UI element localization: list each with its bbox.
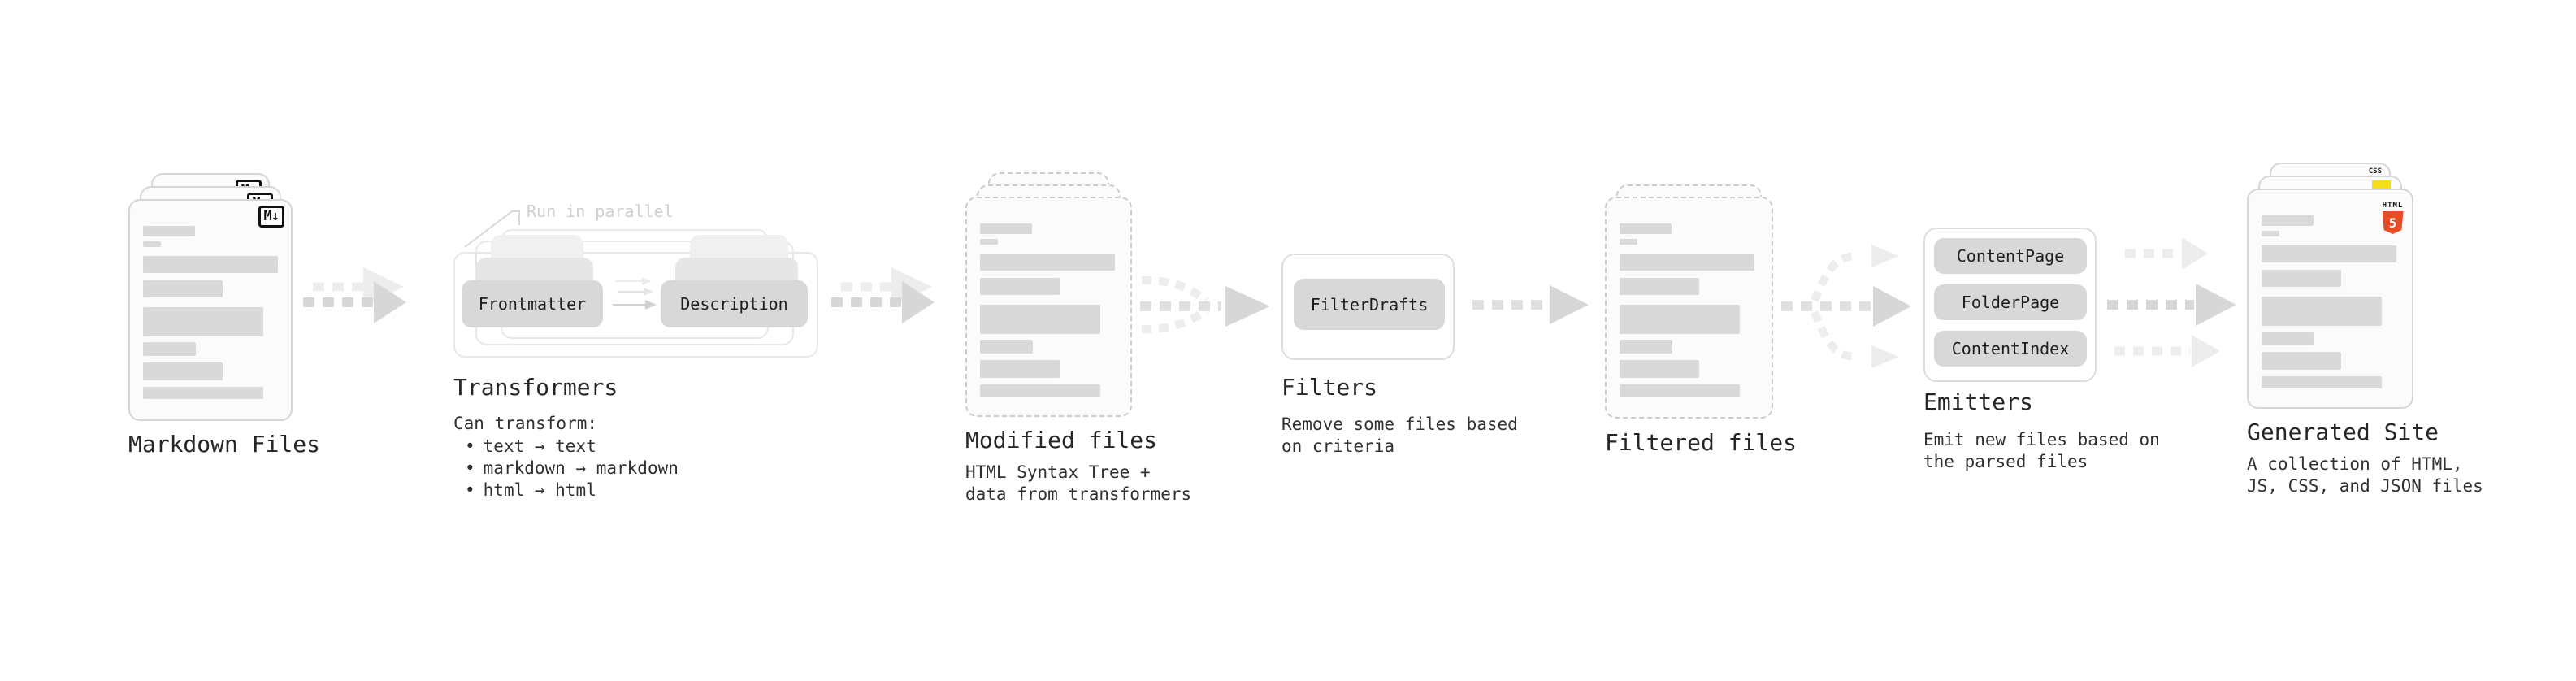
skeleton-line xyxy=(980,360,1060,378)
node-label-modified-files: Modified files xyxy=(965,427,1158,453)
node-label-generated-site: Generated Site xyxy=(2247,419,2439,445)
skeleton-line xyxy=(980,223,1032,234)
node-label-filters: Filters xyxy=(1281,374,1378,401)
arrow-modified-to-filters xyxy=(1140,276,1270,333)
skeleton-line xyxy=(1620,223,1672,234)
file-card-front: M↓ xyxy=(128,199,293,421)
transformer-pill-frontmatter: Frontmatter xyxy=(462,280,603,327)
node-label-markdown-files: Markdown Files xyxy=(128,431,321,458)
skeleton-line xyxy=(143,307,263,336)
skeleton-line xyxy=(143,387,263,399)
skeleton-line xyxy=(1620,254,1754,271)
arrow-filters-to-filtered xyxy=(1472,285,1589,324)
parallel-group-outline-front xyxy=(453,252,818,358)
html5-wordmark: HTML xyxy=(2382,202,2404,210)
skeleton-line xyxy=(2262,231,2279,236)
skeleton-line xyxy=(1620,278,1699,295)
run-in-parallel-annotation: Run in parallel xyxy=(527,202,674,221)
skeleton-line xyxy=(143,256,278,273)
generated-site-subtext: A collection of HTML,JS, CSS, and JSON f… xyxy=(2247,454,2483,496)
skeleton-line xyxy=(1620,340,1672,354)
file-content-placeholder xyxy=(967,223,1130,397)
emitter-pill-contentindex: ContentIndex xyxy=(1934,331,2087,367)
skeleton-line xyxy=(2262,297,2382,326)
file-card-front xyxy=(1605,197,1773,419)
skeleton-line xyxy=(980,239,998,245)
emitter-pill-folderpage: FolderPage xyxy=(1934,284,2087,320)
node-label-emitters: Emitters xyxy=(1923,388,2033,415)
skeleton-line xyxy=(980,254,1115,271)
modified-files-subtext: HTML Syntax Tree +data from transformers xyxy=(965,462,1192,504)
arrow-emitters-to-generated xyxy=(2107,237,2236,367)
javascript-icon xyxy=(2372,180,2391,191)
skeleton-line xyxy=(980,340,1033,354)
skeleton-line xyxy=(2262,245,2396,262)
list-item: •html → html xyxy=(465,480,596,500)
html5-icon: HTML 5 xyxy=(2382,195,2404,234)
emitter-pill-contentpage: ContentPage xyxy=(1934,238,2087,274)
transformers-description-heading: Can transform: xyxy=(453,414,598,433)
arrow-transformers-to-modified xyxy=(831,267,935,323)
transformers-capability-list: •text → text •markdown → markdown •html … xyxy=(453,436,679,501)
arrow-markdown-to-transformers xyxy=(303,267,406,323)
file-content-placeholder xyxy=(130,226,291,399)
skeleton-line xyxy=(1620,239,1637,245)
skeleton-line xyxy=(2262,352,2341,370)
file-card-front xyxy=(965,197,1132,417)
skeleton-line xyxy=(1620,384,1740,397)
node-label-transformers: Transformers xyxy=(453,374,618,401)
file-card-front: HTML 5 xyxy=(2247,189,2413,409)
markdown-icon: M↓ xyxy=(258,206,284,228)
file-content-placeholder xyxy=(1607,223,1772,397)
skeleton-line xyxy=(143,226,195,236)
skeleton-line xyxy=(980,305,1100,334)
skeleton-line xyxy=(1620,305,1740,334)
filter-pill-filterdrafts: FilterDrafts xyxy=(1294,279,1445,330)
pill-flow-arrows xyxy=(613,277,657,310)
skeleton-line xyxy=(980,278,1060,295)
transformer-pill-description: Description xyxy=(661,280,808,327)
node-label-filtered-files: Filtered files xyxy=(1605,429,1798,456)
skeleton-line xyxy=(980,384,1100,397)
skeleton-line xyxy=(2262,215,2314,226)
arrow-filtered-to-emitters xyxy=(1781,245,1911,368)
skeleton-line xyxy=(143,280,223,297)
list-item: •markdown → markdown xyxy=(465,458,679,478)
html5-shield: 5 xyxy=(2382,211,2404,234)
skeleton-line xyxy=(2262,376,2382,388)
skeleton-line xyxy=(2262,332,2314,345)
skeleton-line xyxy=(1620,360,1699,378)
skeleton-line xyxy=(143,362,223,380)
list-item: •text → text xyxy=(465,436,596,456)
skeleton-line xyxy=(143,241,161,247)
skeleton-line xyxy=(2262,270,2341,287)
file-content-placeholder xyxy=(2249,215,2412,388)
annotation-connector-line xyxy=(464,210,520,248)
skeleton-line xyxy=(143,342,196,356)
